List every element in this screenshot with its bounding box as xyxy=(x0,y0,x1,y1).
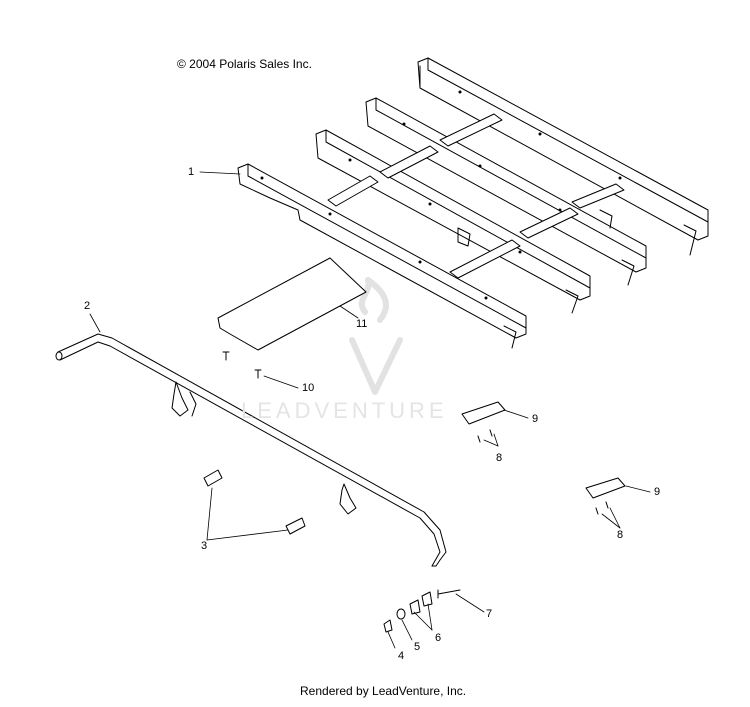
callout-1: 1 xyxy=(188,166,195,178)
copyright-notice: © 2004 Polaris Sales Inc. xyxy=(177,57,312,71)
frame-assembly xyxy=(237,57,709,349)
callout-5: 5 xyxy=(414,641,421,653)
callout-3: 3 xyxy=(201,540,208,552)
callout-9a: 9 xyxy=(532,413,539,425)
bumper-bar xyxy=(55,333,447,567)
small-screws xyxy=(477,429,609,515)
callout-4: 4 xyxy=(398,650,405,662)
brackets xyxy=(461,401,626,499)
plate-bolts xyxy=(222,351,262,379)
footer-credit: Rendered by LeadVenture, Inc. xyxy=(300,684,467,698)
callout-8a: 8 xyxy=(496,452,503,464)
leader-lines xyxy=(89,171,651,649)
frame-rivets xyxy=(260,90,622,300)
grips xyxy=(203,469,306,535)
callout-9b: 9 xyxy=(654,486,661,498)
callout-8b: 8 xyxy=(617,529,624,541)
floor-plate xyxy=(217,257,367,351)
hardware-stack xyxy=(383,589,461,633)
watermark-logo xyxy=(349,277,403,395)
callout-2: 2 xyxy=(84,300,91,312)
callout-11: 11 xyxy=(356,318,368,330)
callout-7: 7 xyxy=(486,608,493,620)
callout-10: 10 xyxy=(302,382,315,394)
watermark-text: LEADVENTURE xyxy=(241,398,448,423)
callout-6: 6 xyxy=(435,632,442,644)
